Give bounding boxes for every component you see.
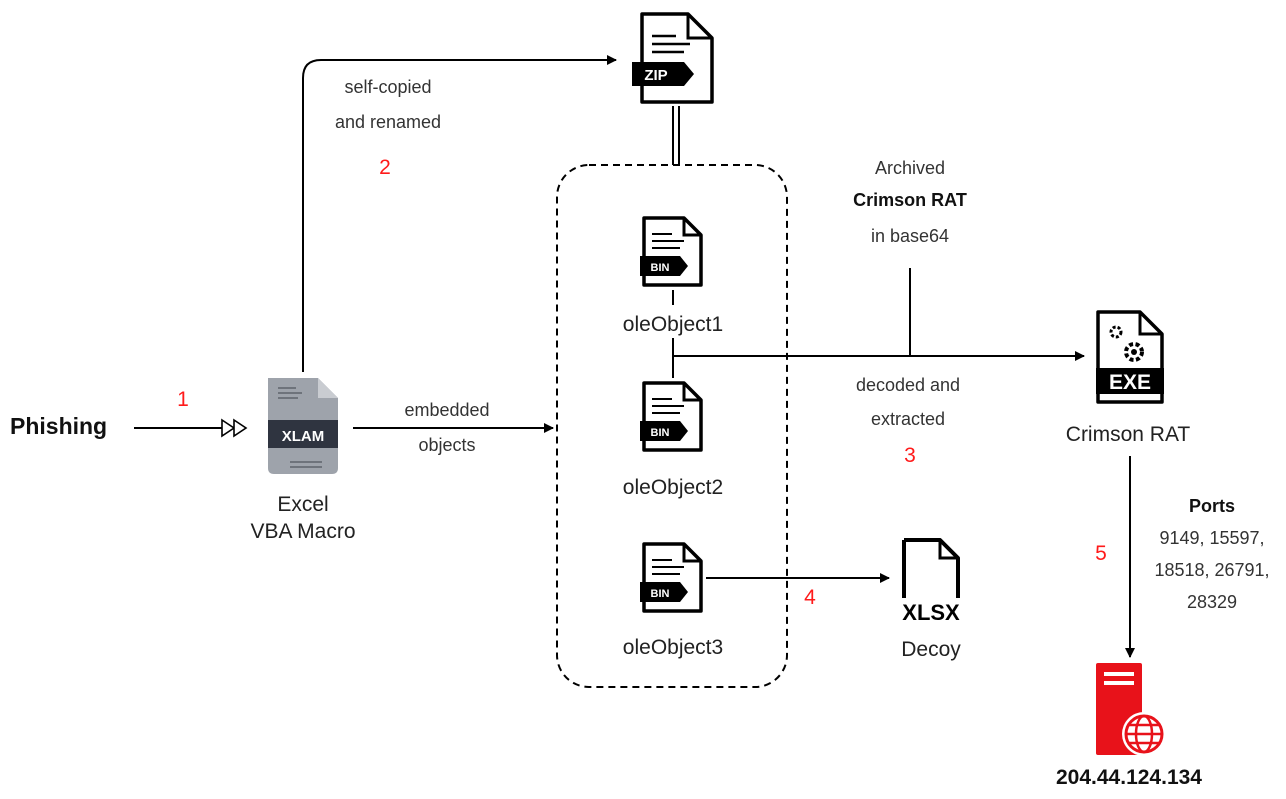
excel-label-line2: VBA Macro: [250, 520, 356, 543]
ports-line-2: 18518, 26791,: [1154, 560, 1270, 580]
phishing-arrow: [134, 418, 248, 438]
ole-object-1-label: oleObject1: [622, 313, 724, 336]
ip-address-label: 204.44.124.134: [1056, 766, 1202, 789]
bin-file-icon-3: BIN: [640, 542, 703, 613]
step-4-label: 4: [804, 586, 816, 609]
phishing-label: Phishing: [10, 413, 108, 439]
ports-line-1: 9149, 15597,: [1159, 528, 1265, 548]
decoded-label-line2: extracted: [870, 409, 946, 429]
step-2-label: 2: [379, 156, 391, 179]
archived-label-line1: Archived: [874, 158, 946, 178]
decoy-label: Decoy: [901, 638, 961, 661]
exe-file-icon: EXE: [1096, 310, 1164, 404]
self-copied-label-line2: and renamed: [334, 112, 442, 132]
step-1-label: 1: [177, 388, 189, 411]
self-copied-label-line1: self-copied: [344, 77, 432, 97]
excel-label-line1: Excel: [277, 493, 329, 516]
ports-line-3: 28329: [1186, 592, 1238, 612]
xlam-tag: XLAM: [282, 428, 325, 445]
zip-tag: ZIP: [644, 67, 667, 84]
bin-tag-2: BIN: [651, 427, 670, 439]
bin-tag-1: BIN: [651, 262, 670, 274]
archived-label-line3: in base64: [870, 226, 950, 246]
self-copied-arrow: [302, 55, 617, 372]
decoded-label-line1: decoded and: [855, 375, 961, 395]
ole-object-2-label: oleObject2: [622, 476, 724, 499]
embedded-label-line2: objects: [418, 435, 476, 455]
step-5-label: 5: [1095, 542, 1107, 565]
archived-label-line2: Crimson RAT: [853, 190, 967, 210]
xlsx-file-icon: XLSX: [902, 538, 960, 625]
server-globe-icon: [1096, 663, 1166, 756]
zip-file-icon: ZIP: [632, 12, 714, 104]
step-3-label: 3: [904, 444, 916, 467]
xlam-file-icon: XLAM: [268, 378, 338, 474]
exe-tag: EXE: [1109, 371, 1151, 394]
ole-objects-container: [556, 164, 788, 688]
ole-object-3-label: oleObject3: [622, 636, 724, 659]
bin-file-icon-1: BIN: [640, 216, 703, 287]
embedded-label-line1: embedded: [404, 400, 490, 420]
bin-file-icon-2: BIN: [640, 381, 703, 452]
ports-title: Ports: [1188, 496, 1236, 516]
xlsx-tag: XLSX: [902, 600, 960, 625]
bin-tag-3: BIN: [651, 588, 670, 600]
crimson-rat-label: Crimson RAT: [1065, 423, 1191, 446]
